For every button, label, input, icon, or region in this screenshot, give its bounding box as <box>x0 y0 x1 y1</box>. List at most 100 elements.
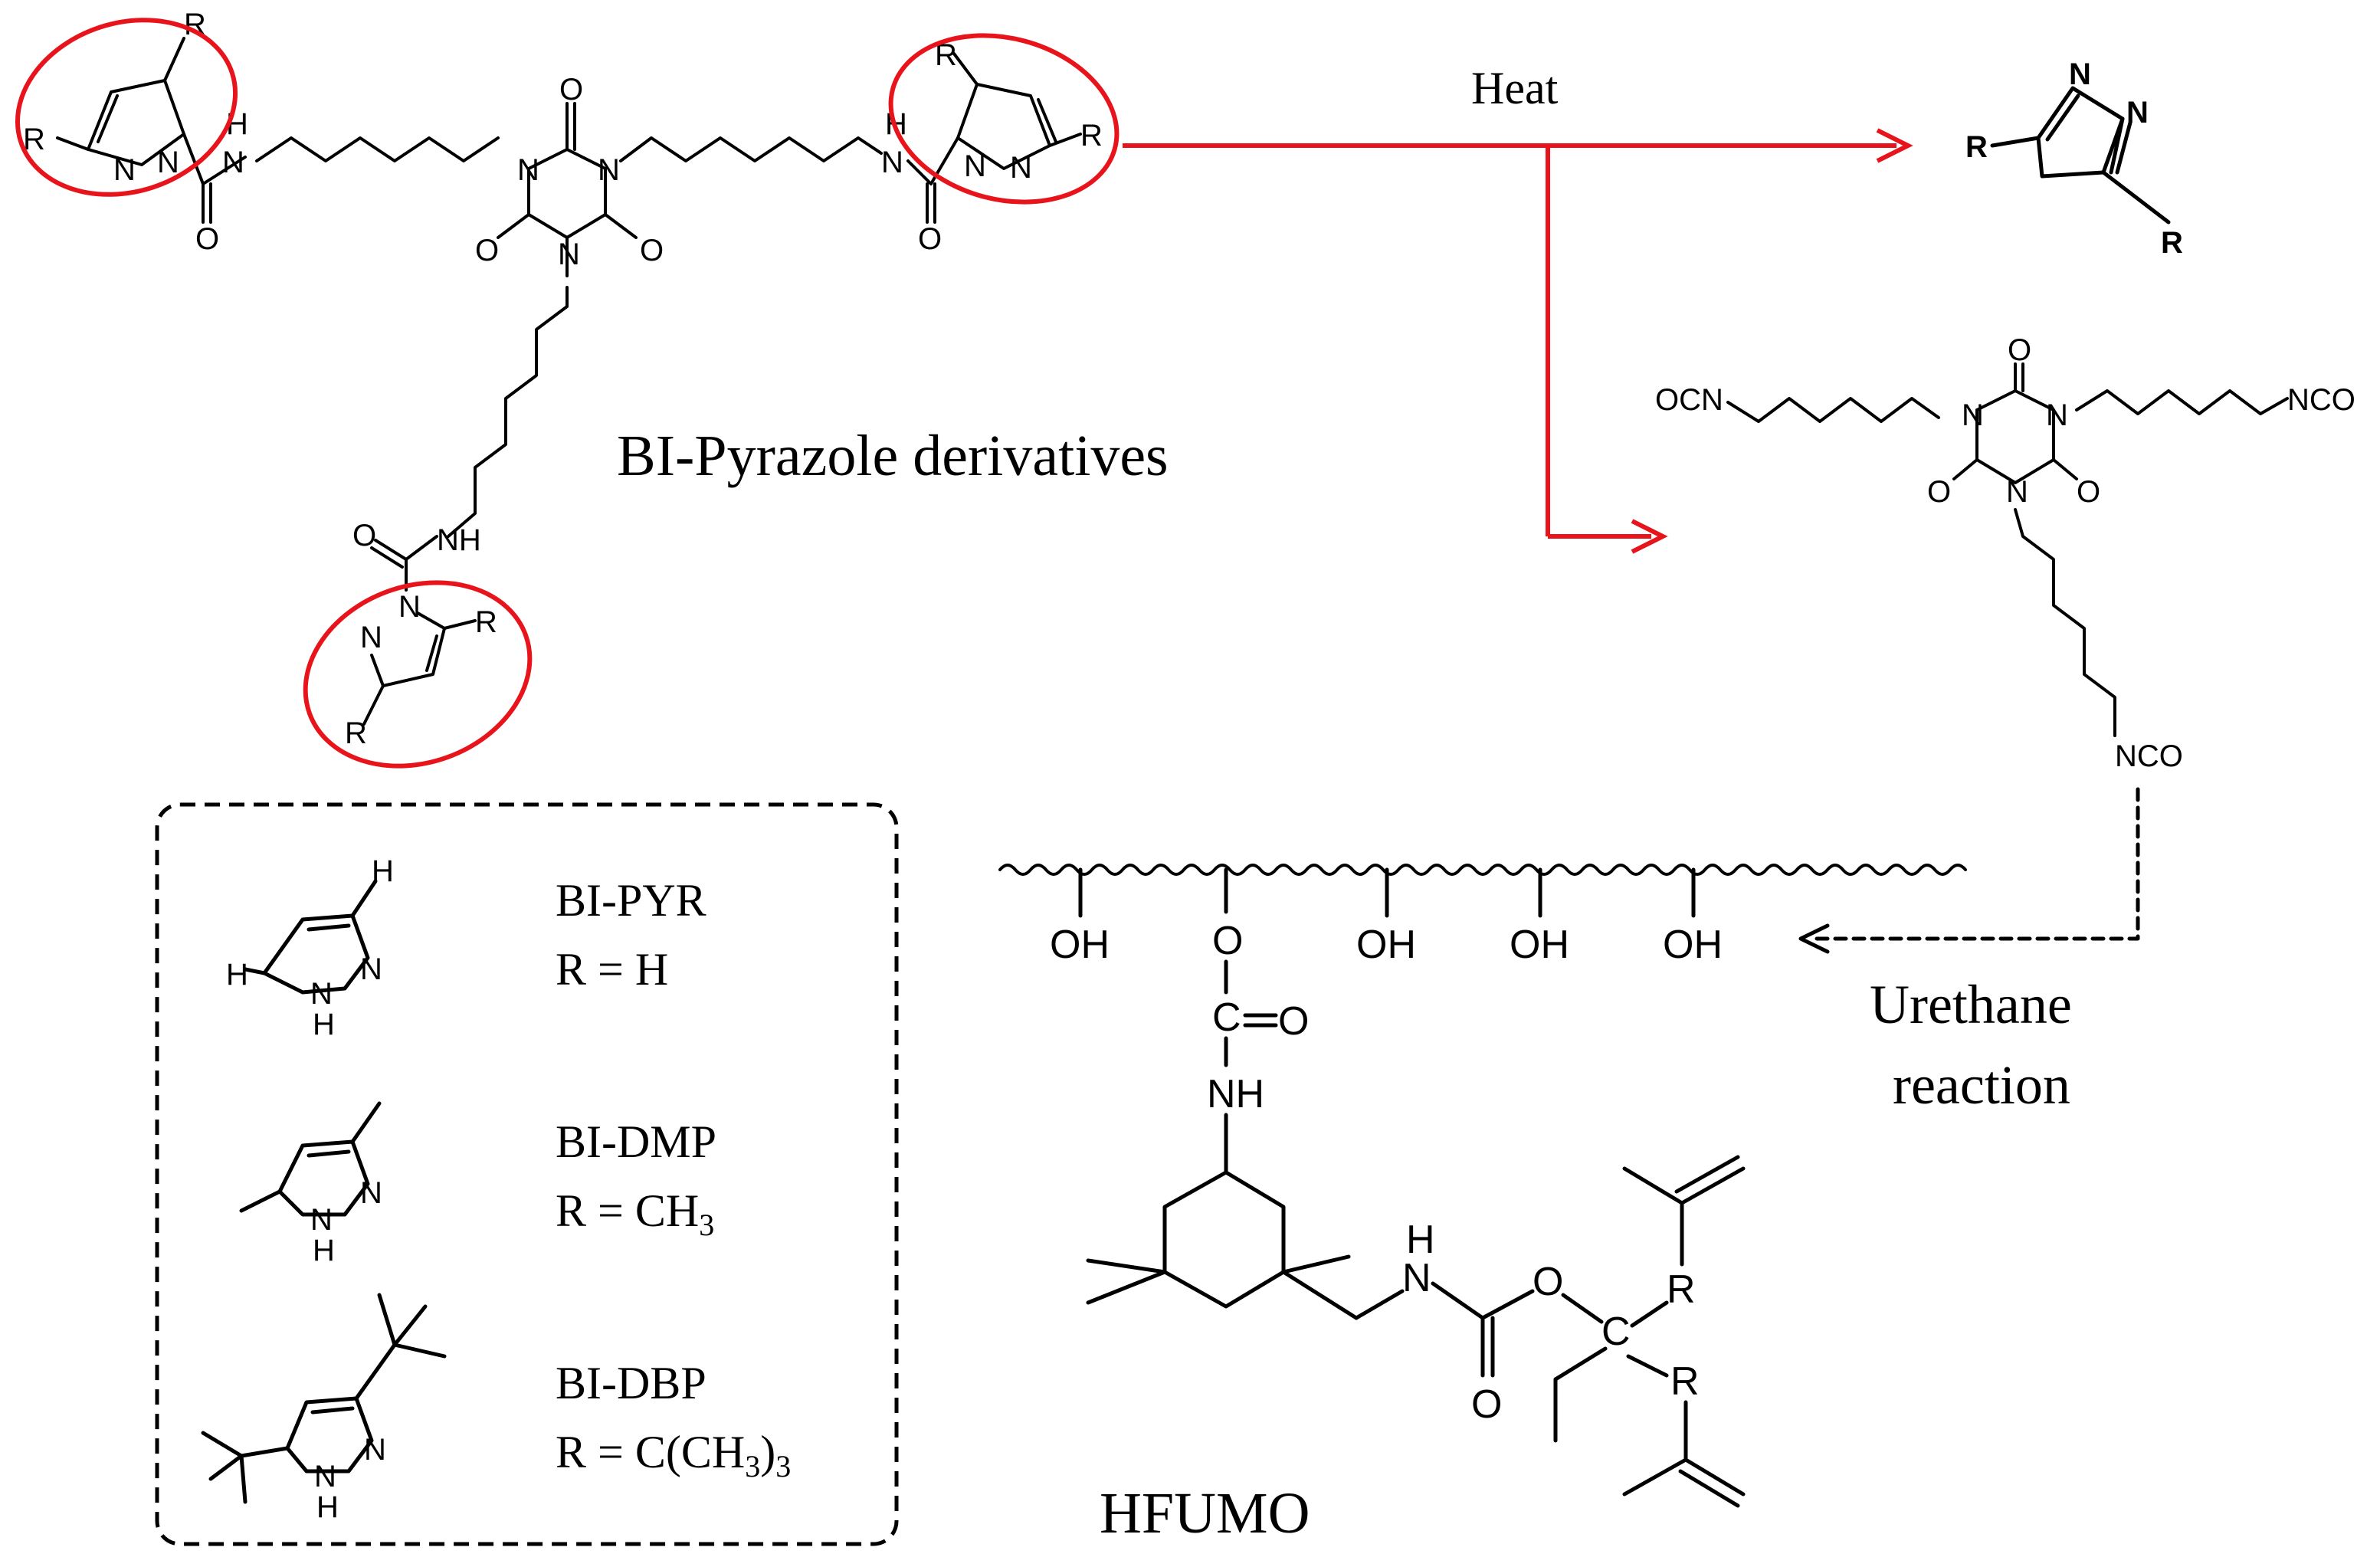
pz-r2-bond <box>2101 170 2171 225</box>
left-ring-double-bond <box>97 94 119 143</box>
atom-n-right-2: N <box>1010 151 1032 185</box>
bottom-co-bond <box>374 539 408 561</box>
atom-nh-carbamate: NH <box>1207 1072 1264 1116</box>
atom-n-trimer-right: N <box>2046 398 2068 432</box>
atom-n-core-right: N <box>598 153 620 187</box>
atom-r-pz-1: R <box>1965 130 1988 164</box>
atom-n-amide-left: N <box>222 146 244 179</box>
pz-double-2 <box>2109 116 2125 175</box>
pz-ring <box>2036 86 2125 179</box>
pz-r-bond <box>1990 136 2041 148</box>
atom-n-trimer-left: N <box>1962 398 1984 432</box>
legend-dmp-r-formula: CH <box>635 1185 699 1236</box>
atom-o-ester: O <box>1212 919 1243 963</box>
legend-dbp-r-close: ) <box>760 1427 775 1477</box>
atom-r-right-2: R <box>1080 119 1103 152</box>
atom-o-right: O <box>918 222 942 256</box>
atom-n-right-1: N <box>964 149 986 183</box>
atom-n-bottom-1: N <box>398 590 421 624</box>
dbp-n-2: N <box>314 1460 336 1493</box>
hydroxyl-3: OH <box>1510 923 1569 967</box>
polymer-backbone <box>998 864 1967 876</box>
pyr-db <box>307 923 351 932</box>
ch2-n-bond <box>1354 1289 1405 1320</box>
legend-pyr-r-prefix: R = <box>556 944 635 995</box>
gem-methyl-2 <box>1086 1270 1167 1305</box>
dmp-ring <box>277 1139 370 1217</box>
legend-dbp-structure: N N H <box>201 1293 447 1524</box>
trimer-co-left <box>1952 458 1978 480</box>
legend-dmp-r-prefix: R = <box>556 1185 635 1236</box>
cyclohexane-ring <box>1162 1170 1286 1309</box>
dmp-methyl-1 <box>350 1101 382 1144</box>
legend-dmp-structure: N N H <box>239 1101 382 1267</box>
atom-o-trimer-left: O <box>1927 475 1951 509</box>
trimer-ring <box>1975 389 2055 484</box>
dbp-n-1: N <box>364 1433 386 1467</box>
atom-o-core-top: O <box>559 73 583 107</box>
trimer-co-right <box>2052 458 2078 480</box>
urethane-arrow: Urethane reaction <box>1798 787 2140 1116</box>
urethane-label-1: Urethane <box>1870 974 2072 1035</box>
legend-dmp-r-sub: 3 <box>699 1208 714 1242</box>
atom-o-core-right: O <box>640 234 664 267</box>
vinyl-down-db-a <box>1683 1457 1746 1497</box>
atom-o-trimer-right: O <box>2077 475 2100 509</box>
highlight-ellipse-left <box>15 18 238 197</box>
pyr-n-2: N <box>310 977 333 1011</box>
atom-n-trimer-bottom: N <box>2006 475 2028 509</box>
dmp-db <box>307 1149 351 1158</box>
dmp-methyl-2 <box>239 1189 282 1213</box>
right-ring-r-bond <box>952 52 979 86</box>
hydroxyl-4: OH <box>1663 923 1723 967</box>
ring-ch2 <box>1281 1270 1359 1320</box>
heat-arrows: Heat <box>1123 63 1913 554</box>
legend-dmp-name: BI-DMP <box>556 1116 716 1167</box>
atom-o-core-left: O <box>475 234 499 267</box>
bottom-ring-r-bond <box>443 619 477 630</box>
legend-box: H H N N H BI-PYR R = H N N H BI-DMP R = … <box>155 802 899 1546</box>
atom-n-bottom-2: N <box>360 621 382 654</box>
atom-o-left: O <box>195 222 219 256</box>
c-r-down <box>1626 1354 1669 1378</box>
bottom-co-double <box>370 546 404 569</box>
atom-c-carbamate: C <box>1212 995 1241 1040</box>
right-ring-r2-bond <box>1048 133 1082 147</box>
atom-c-quaternary: C <box>1601 1310 1631 1354</box>
gem-methyl-1 <box>1086 1258 1167 1274</box>
urethane-arrow-line <box>1810 787 2140 941</box>
bottom-cn-bond <box>405 535 438 561</box>
right-ring-double <box>1037 98 1057 143</box>
pz-double-2b <box>2115 120 2132 175</box>
pz-double-1 <box>2045 93 2080 142</box>
atom-n-left-1: N <box>113 153 136 187</box>
atom-n-urethane: N <box>1402 1256 1431 1300</box>
dbp-tbu-1b <box>392 1342 447 1359</box>
bottom-ring-double <box>425 634 438 672</box>
legend-dbp-r-sub: 3 <box>745 1449 760 1483</box>
atom-r-bottom-2: R <box>345 716 367 750</box>
legend-dmp-r: R = CH3 <box>556 1185 714 1242</box>
bi-pyrazole-label: BI-Pyrazole derivatives <box>617 424 1169 488</box>
urethane-label-2: reaction <box>1893 1054 2070 1116</box>
legend-dbp-r: R = C(CH3)3 <box>556 1427 791 1483</box>
ring-methyl <box>1281 1254 1351 1274</box>
highlight-ellipse-bottom <box>303 580 533 769</box>
dbp-tbu-2a <box>201 1431 244 1458</box>
atom-n-pz-2: N <box>2126 96 2149 129</box>
atom-o-down: O <box>1471 1382 1502 1427</box>
dbp-tbu-1a <box>377 1293 397 1347</box>
legend-dbp-r-prefix: R = <box>556 1427 635 1477</box>
atom-nco-right: NCO <box>2287 383 2355 417</box>
dbp-ring <box>285 1396 374 1474</box>
atom-o-bottom: O <box>352 519 376 552</box>
trimer-left-chain <box>1726 397 1940 423</box>
heat-arrow-branch-head <box>1631 519 1668 554</box>
dbp-tbu-2 <box>239 1446 290 1458</box>
legend-dbp-name: BI-DBP <box>556 1358 706 1408</box>
left-cn-bond <box>202 156 247 185</box>
left-carbonyl-bond <box>182 133 205 185</box>
isocyanurate-ring <box>527 148 607 239</box>
atom-n-core-bottom: N <box>558 238 580 271</box>
dbp-tbu-1c <box>392 1304 428 1347</box>
